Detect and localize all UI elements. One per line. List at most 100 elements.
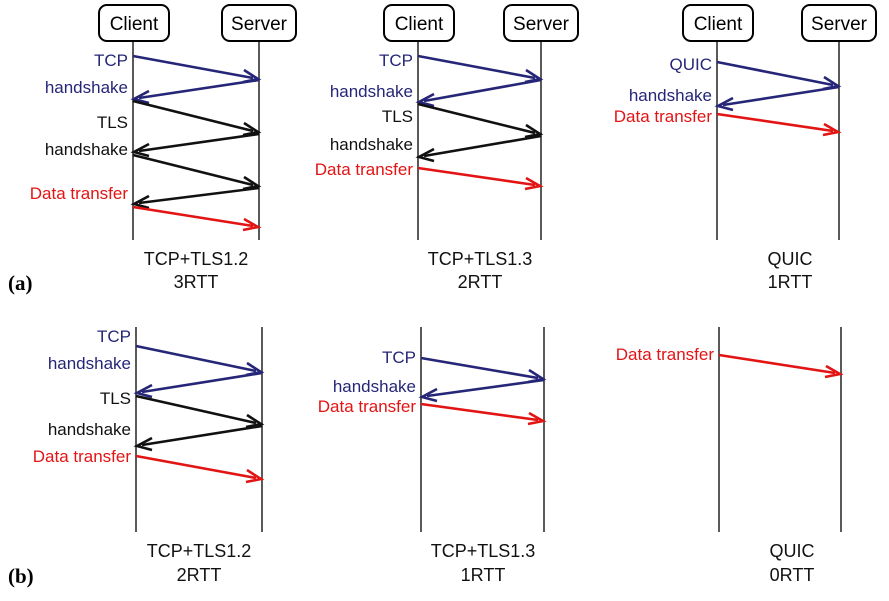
panel-caption-line1: TCP+TLS1.3	[428, 249, 533, 269]
msg-label: TLS	[382, 107, 413, 126]
arrowhead-2	[133, 383, 153, 399]
panel-caption-line1: QUIC	[770, 541, 815, 561]
arrowhead-5	[245, 468, 265, 484]
arrowhead-1	[824, 364, 844, 379]
arrow-to-client-blue-1	[426, 378, 545, 398]
client-node-box	[682, 4, 754, 42]
client-node-label: Client	[395, 14, 444, 35]
msg-label: Data transfer	[318, 397, 417, 416]
panel-caption-line2: 0RTT	[770, 565, 815, 585]
panel-caption-line2: 3RTT	[174, 272, 219, 292]
server-node-box	[801, 4, 877, 42]
server-node-label: Server	[811, 14, 868, 35]
arrowhead-5	[524, 176, 544, 191]
row-b: TCP handshake TLS handshake Data transfe…	[8, 327, 844, 588]
arrowhead-4	[133, 436, 153, 452]
arrow-to-client-black-2	[138, 186, 260, 205]
arrowhead-2	[418, 387, 438, 403]
arrow-to-server-red-1	[420, 402, 539, 422]
arrow-to-server-red-1	[132, 205, 254, 228]
message-arrows	[714, 60, 842, 137]
arrow-to-server-black-2	[132, 153, 254, 187]
arrow-to-server-black-1	[417, 102, 536, 135]
row-letter-a: (a)	[8, 271, 33, 295]
msg-label: Data transfer	[315, 160, 414, 179]
panel-quic-0rtt: Data transfer QUIC 0RTT	[616, 327, 844, 585]
msg-label: handshake	[330, 135, 413, 154]
msg-label: TCP	[382, 348, 416, 367]
message-arrows	[415, 54, 544, 191]
server-node-label: Server	[231, 14, 288, 35]
panel-caption-line1: TCP+TLS1.2	[147, 541, 252, 561]
arrow-to-client-blue-1	[141, 371, 263, 394]
panel-tcp-tls13-1rtt: TCP handshake Data transfer TCP+TLS1.3 1…	[318, 327, 547, 585]
msg-label: handshake	[48, 420, 131, 439]
msg-label: QUIC	[670, 55, 713, 74]
arrow-to-server-blue-1	[420, 356, 539, 380]
server-node-box	[503, 4, 579, 42]
arrowhead-2	[130, 89, 150, 105]
message-arrows	[130, 54, 262, 232]
message-arrows	[418, 356, 547, 426]
client-node-box	[98, 4, 170, 42]
msg-label: handshake	[45, 140, 128, 159]
client-node-label: Client	[694, 14, 743, 35]
panel-caption-line1: QUIC	[768, 249, 813, 269]
msg-label: Data transfer	[616, 345, 715, 364]
server-node-box	[221, 4, 297, 42]
panel-tcp-tls12-2rtt: TCP handshake TLS handshake Data transfe…	[33, 327, 265, 585]
arrow-to-server-black-1	[132, 99, 254, 133]
arrowhead-4	[415, 147, 435, 163]
arrow-to-server-blue-1	[716, 60, 834, 87]
msg-label: Data transfer	[33, 447, 132, 466]
msg-label: TCP	[94, 51, 128, 70]
arrow-to-client-black-1	[141, 424, 263, 447]
panel-caption-line2: 2RTT	[177, 565, 222, 585]
arrowhead-4	[130, 142, 150, 158]
arrowhead-5	[242, 175, 262, 191]
arrow-to-client-blue-1	[722, 85, 840, 107]
msg-label: handshake	[330, 82, 413, 101]
panel-caption-line2: 1RTT	[768, 272, 813, 292]
arrowhead-2	[415, 92, 435, 108]
panel-quic-1rtt: Client Server QUIC handshake Data transf…	[614, 4, 877, 292]
arrow-to-server-blue-1	[135, 344, 257, 373]
arrow-to-server-black-1	[135, 394, 257, 425]
panel-caption-line1: TCP+TLS1.3	[431, 541, 536, 561]
arrow-to-server-red-1	[135, 454, 257, 480]
arrowhead-3	[524, 123, 544, 139]
msg-label: TLS	[97, 113, 128, 132]
message-arrows	[718, 353, 844, 379]
row-letter-b: (b)	[8, 564, 34, 588]
arrow-to-server-red-1	[718, 353, 836, 375]
arrowhead-6	[130, 194, 150, 210]
arrow-to-client-blue-1	[138, 78, 260, 100]
arrowhead-3	[245, 413, 265, 429]
arrow-to-server-red-1	[417, 166, 536, 187]
arrowhead-3	[242, 121, 262, 137]
panel-tcp-tls12-3rtt: Client Server TCP	[30, 4, 297, 292]
arrow-to-client-blue-1	[423, 78, 542, 103]
msg-label: TLS	[100, 389, 131, 408]
arrow-to-server-blue-1	[417, 54, 536, 80]
msg-label: TCP	[97, 327, 131, 346]
msg-label: Data transfer	[614, 107, 713, 126]
msg-label: handshake	[45, 78, 128, 97]
msg-label: Data transfer	[30, 184, 129, 203]
arrowhead-3	[822, 122, 842, 137]
client-node-box	[383, 4, 455, 42]
row-a: Client Server TCP	[8, 4, 877, 295]
panel-caption-line1: TCP+TLS1.2	[144, 249, 249, 269]
client-node-label: Client	[110, 14, 159, 35]
msg-label: handshake	[333, 377, 416, 396]
msg-label: handshake	[629, 86, 712, 105]
message-arrows	[133, 344, 265, 484]
arrow-to-client-black-1	[138, 132, 260, 153]
panel-caption-line2: 1RTT	[461, 565, 506, 585]
arrowhead-2	[714, 96, 734, 112]
msg-label: handshake	[48, 354, 131, 373]
arrow-to-client-black-1	[423, 134, 542, 158]
arrow-to-server-red-1	[716, 112, 834, 133]
arrowhead-7	[242, 217, 262, 232]
